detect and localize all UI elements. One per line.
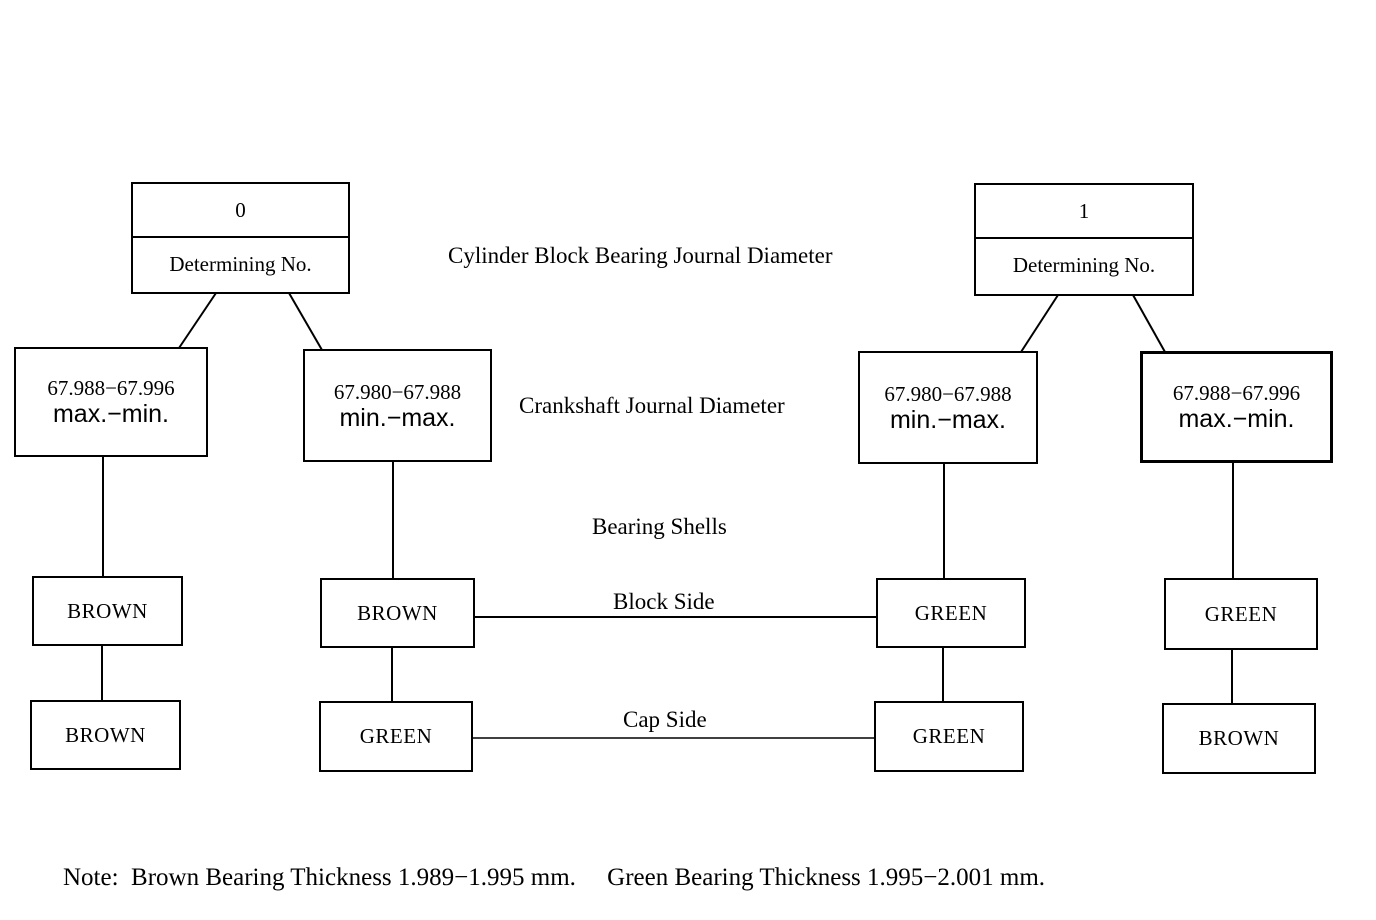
determining-number: 1: [976, 185, 1192, 239]
journal-range: 67.980−67.988: [333, 379, 462, 404]
block-side-shell-4: GREEN: [1164, 578, 1318, 650]
journal-box-3: 67.980−67.988 min.−max.: [858, 351, 1038, 464]
determining-box-1: 1 Determining No.: [974, 183, 1194, 296]
cap-side-shell-1: BROWN: [30, 700, 181, 770]
journal-box-1: 67.988−67.996 max.−min.: [14, 347, 208, 457]
cap-side-label: Cap Side: [623, 707, 707, 732]
journal-order: min.−max.: [889, 405, 1006, 434]
block-side-shell-1: BROWN: [32, 576, 183, 646]
cylinder-block-label: Cylinder Block Bearing Journal Diameter: [448, 243, 833, 268]
journal-order: min.−max.: [339, 403, 456, 432]
block-side-shell-2: BROWN: [320, 578, 475, 648]
journal-order: max.−min.: [1178, 405, 1295, 433]
note-brown-thickness: Brown Bearing Thickness 1.989−1.995 mm.: [131, 864, 576, 891]
connector-line: [1020, 294, 1059, 353]
connector-line: [288, 292, 323, 351]
journal-order: max.−min.: [52, 400, 169, 428]
cap-side-shell-3: GREEN: [874, 701, 1024, 772]
journal-box-4: 67.988−67.996 max.−min.: [1140, 351, 1333, 463]
crankshaft-label: Crankshaft Journal Diameter: [519, 393, 785, 418]
determining-box-0: 0 Determining No.: [131, 182, 350, 294]
connector-line: [1132, 294, 1166, 353]
journal-range: 67.988−67.996: [1172, 381, 1301, 405]
determining-number: 0: [133, 184, 348, 238]
journal-range: 67.988−67.996: [47, 376, 175, 400]
note-prefix: Note:: [63, 864, 119, 891]
note-green-thickness: Green Bearing Thickness 1.995−2.001 mm.: [607, 864, 1046, 891]
bearing-shells-label: Bearing Shells: [592, 514, 727, 539]
block-side-label: Block Side: [613, 589, 715, 614]
thickness-note: Note: Brown Bearing Thickness 1.989−1.99…: [63, 864, 1045, 892]
cap-side-shell-4: BROWN: [1162, 703, 1316, 774]
determining-label: Determining No.: [169, 251, 312, 276]
block-side-shell-3: GREEN: [876, 578, 1026, 648]
cap-side-shell-2: GREEN: [319, 701, 473, 772]
journal-box-2: 67.980−67.988 min.−max.: [303, 349, 492, 462]
connector-line: [178, 292, 217, 349]
journal-range: 67.980−67.988: [884, 381, 1012, 406]
determining-label: Determining No.: [1012, 253, 1156, 277]
